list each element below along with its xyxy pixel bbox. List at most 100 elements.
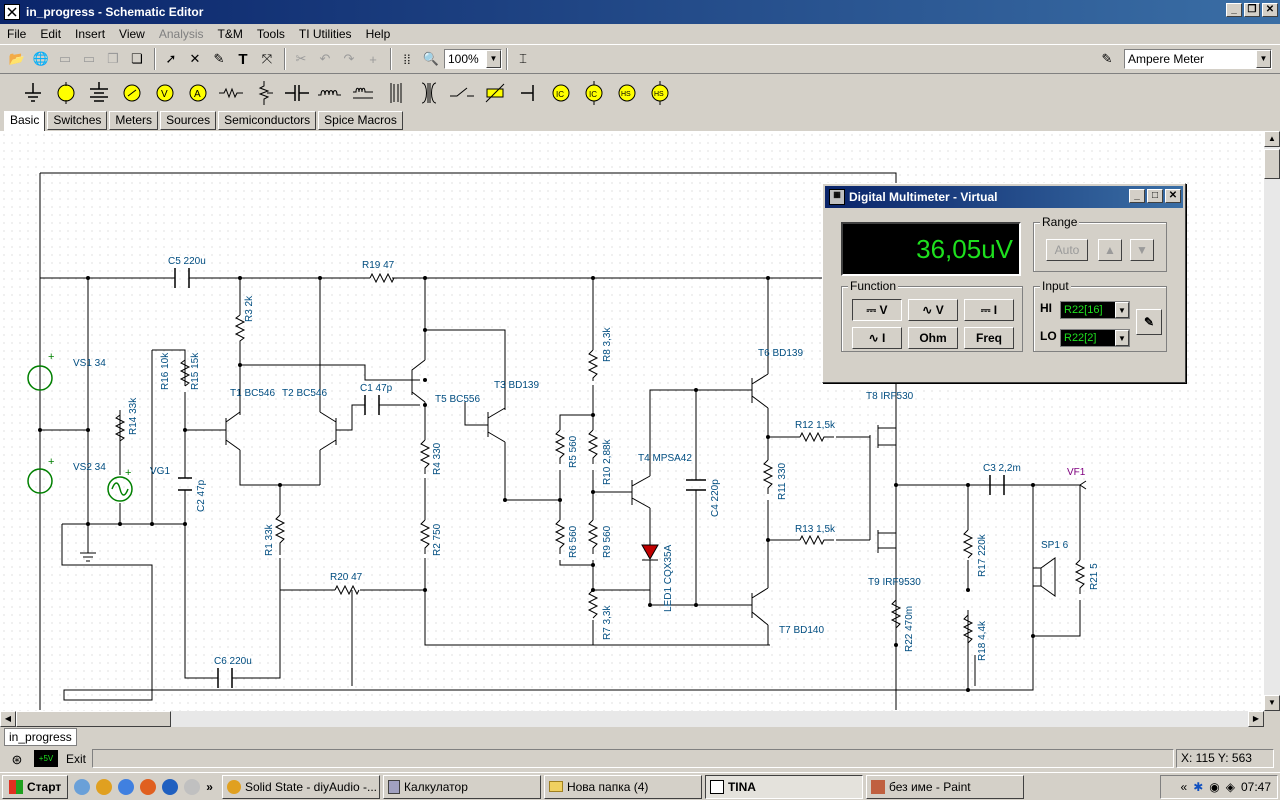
- schematic-label[interactable]: R13 1,5k: [795, 524, 836, 535]
- vertical-scroll-thumb[interactable]: [1264, 149, 1280, 179]
- schematic-label[interactable]: T1 BC546: [230, 388, 275, 399]
- schematic-label[interactable]: VS2 34: [73, 462, 106, 473]
- ammeter-icon[interactable]: A: [183, 77, 213, 109]
- schematic-label[interactable]: R18 4,4k: [977, 620, 988, 661]
- redo-icon[interactable]: ↷: [343, 51, 355, 66]
- schematic-label[interactable]: VS1 34: [73, 358, 106, 369]
- tab-meters[interactable]: Meters: [109, 111, 159, 130]
- junction-icon[interactable]: +: [369, 51, 377, 67]
- vertical-scrollbar[interactable]: ▲ ▼: [1264, 131, 1280, 711]
- hs-icon[interactable]: HS: [612, 77, 642, 109]
- restore-button[interactable]: ❐: [1244, 3, 1260, 17]
- schematic-label[interactable]: VF1: [1067, 467, 1086, 478]
- paste-icon[interactable]: ❏: [131, 51, 143, 66]
- schematic-label[interactable]: LED1 CQX35A: [663, 544, 674, 612]
- menu-analysis[interactable]: Analysis: [158, 26, 204, 41]
- schematic-label[interactable]: R2 750: [432, 523, 443, 556]
- task-paint[interactable]: без име - Paint: [865, 774, 1024, 799]
- firefox-quicklaunch-icon[interactable]: [140, 778, 157, 795]
- save-as-icon[interactable]: ▭: [82, 51, 96, 66]
- schematic-label[interactable]: C5 220u: [168, 256, 206, 267]
- variable-resistor-icon[interactable]: [480, 77, 510, 109]
- schematic-label[interactable]: T8 IRF530: [866, 391, 914, 402]
- network-icon[interactable]: ◉: [1209, 780, 1220, 794]
- jumper-icon[interactable]: [513, 77, 543, 109]
- globe-icon[interactable]: 🌐: [32, 51, 50, 66]
- function-freq-button[interactable]: Freq: [964, 327, 1014, 349]
- schematic-label[interactable]: R1 33k: [264, 523, 275, 556]
- meter-select[interactable]: Ampere Meter▼: [1124, 49, 1272, 69]
- tab-switches[interactable]: Switches: [47, 111, 108, 130]
- schematic-label[interactable]: R7 3,3k: [602, 605, 613, 640]
- browser-quicklaunch-icon[interactable]: [118, 778, 135, 795]
- schematic-label[interactable]: R11 330: [777, 462, 788, 500]
- schematic-label[interactable]: C6 220u: [214, 656, 252, 667]
- ic2-icon[interactable]: IC: [579, 77, 609, 109]
- schematic-label[interactable]: SP1 6: [1041, 540, 1069, 551]
- schematic-label[interactable]: T9 IRF9530: [868, 577, 921, 588]
- task-diyaudio[interactable]: Solid State - diyAudio -...: [221, 774, 380, 799]
- schematic-label[interactable]: C1 47p: [360, 383, 393, 394]
- schematic-label[interactable]: R5 560: [568, 435, 579, 468]
- switch-icon[interactable]: [447, 77, 477, 109]
- tray-expand-icon[interactable]: «: [1180, 780, 1188, 794]
- function-ac-current-button[interactable]: ∿ I: [852, 327, 902, 349]
- schematic-label[interactable]: T5 BC556: [435, 394, 480, 405]
- text-icon[interactable]: T: [238, 50, 248, 68]
- zoom-icon[interactable]: 🔍: [422, 51, 440, 66]
- desktop-quicklaunch-icon[interactable]: [74, 778, 91, 795]
- potentiometer-icon[interactable]: [249, 77, 279, 109]
- meter-tool-icon[interactable]: ✎: [1101, 51, 1113, 66]
- pen-icon[interactable]: ✎: [213, 51, 225, 66]
- capacitor-icon[interactable]: [282, 77, 312, 109]
- menu-tm[interactable]: T&M: [217, 26, 243, 41]
- dmm-minimize-button[interactable]: _: [1129, 189, 1145, 203]
- open-icon[interactable]: 📂: [8, 51, 26, 66]
- app-quicklaunch-icon[interactable]: [184, 778, 201, 795]
- transformer-icon[interactable]: [381, 77, 411, 109]
- schematic-label[interactable]: R20 47: [330, 572, 363, 583]
- wire-icon[interactable]: ✕: [189, 51, 201, 66]
- schematic-label[interactable]: T2 BC546: [282, 388, 327, 399]
- schematic-label[interactable]: R6 560: [568, 525, 579, 558]
- schematic-label[interactable]: T7 BD140: [779, 625, 824, 636]
- delete-icon[interactable]: ✂: [295, 51, 307, 66]
- voltage-source-icon[interactable]: [84, 77, 114, 109]
- task-tina[interactable]: TINA: [704, 774, 863, 799]
- undo-icon[interactable]: ↶: [319, 51, 331, 66]
- schematic-label[interactable]: R3 2k: [244, 295, 255, 322]
- range-auto-button[interactable]: Auto: [1046, 239, 1088, 261]
- ic-icon[interactable]: IC: [546, 77, 576, 109]
- hi-select[interactable]: R22[16]▼: [1060, 301, 1130, 319]
- zoom-select[interactable]: 100%▼: [444, 49, 502, 69]
- range-down-icon[interactable]: ▼: [1130, 239, 1154, 261]
- component-icon[interactable]: ⌶: [519, 51, 527, 66]
- schematic-label[interactable]: R19 47: [362, 260, 395, 271]
- menu-ti-utilities[interactable]: TI Utilities: [298, 26, 352, 41]
- voltmeter-icon[interactable]: V: [150, 77, 180, 109]
- resistor-icon[interactable]: [216, 77, 246, 109]
- hs2-icon[interactable]: HS: [645, 77, 675, 109]
- transformer2-icon[interactable]: [414, 77, 444, 109]
- schematic-label[interactable]: C4 220p: [710, 479, 721, 517]
- schematic-label[interactable]: R22 470m: [904, 606, 915, 652]
- probe-icon[interactable]: ⊛: [11, 752, 23, 767]
- chrome-quicklaunch-icon[interactable]: [96, 778, 113, 795]
- range-up-icon[interactable]: ▲: [1098, 239, 1122, 261]
- copy-icon[interactable]: ❐: [107, 51, 119, 66]
- tab-spice-macros[interactable]: Spice Macros: [318, 111, 403, 130]
- bluetooth-icon[interactable]: ✱: [1193, 780, 1204, 794]
- probe-pen-icon[interactable]: ✎: [1136, 309, 1162, 335]
- dmm-close-button[interactable]: ✕: [1165, 189, 1181, 203]
- function-ac-voltage-button[interactable]: ∿ V: [908, 299, 958, 321]
- volume-icon[interactable]: ◈: [1225, 780, 1235, 794]
- save-icon[interactable]: ▭: [58, 51, 72, 66]
- scroll-up-icon[interactable]: ▲: [1264, 131, 1280, 147]
- task-calculator[interactable]: Калкулатор: [382, 774, 541, 799]
- function-ohm-button[interactable]: Ohm: [908, 327, 958, 349]
- power-icon[interactable]: +5V: [34, 750, 58, 767]
- coupled-inductor-icon[interactable]: [348, 77, 378, 109]
- horizontal-scroll-thumb[interactable]: [16, 711, 171, 727]
- menu-tools[interactable]: Tools: [256, 26, 285, 41]
- grid-icon[interactable]: ⁞⁞: [403, 51, 411, 67]
